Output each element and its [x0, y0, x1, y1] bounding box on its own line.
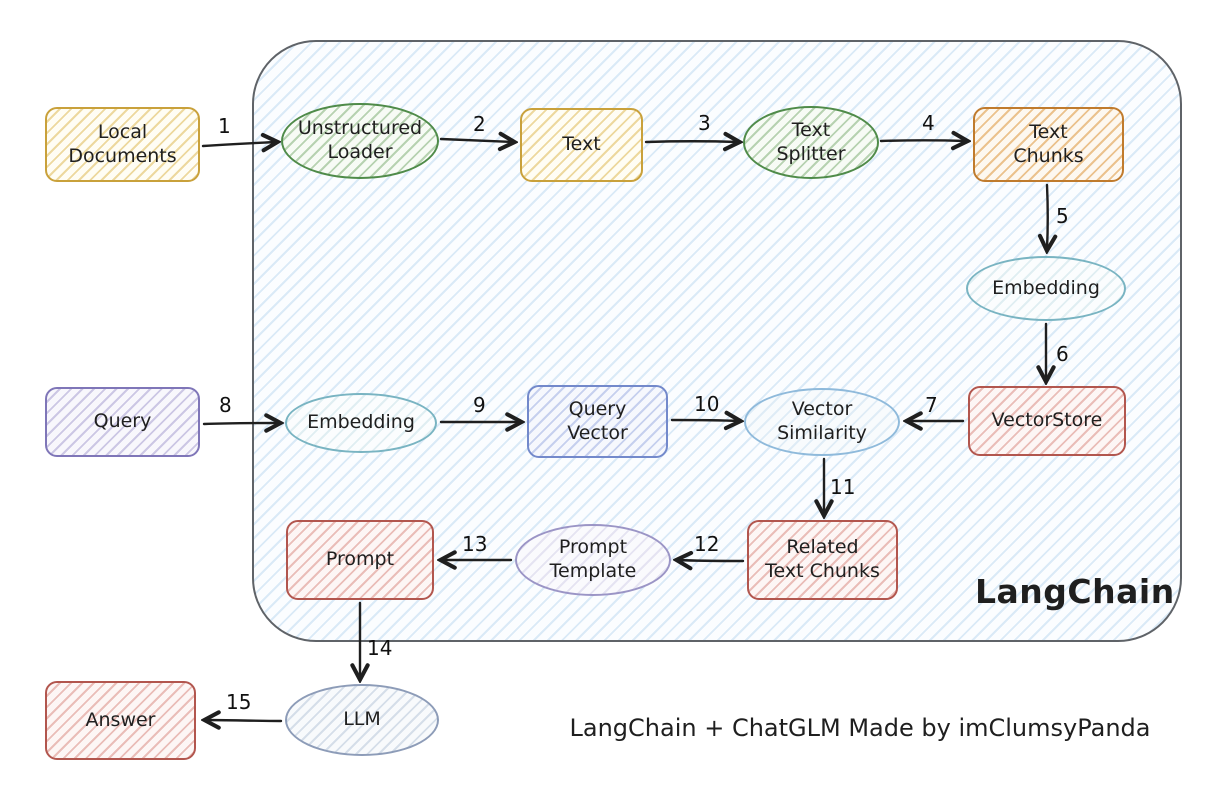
arrow-12 [678, 560, 745, 561]
edge-label-14: 14 [367, 636, 393, 660]
node-query-vector-label: Query Vector [567, 397, 628, 444]
node-vector-similarity-label: Vector Similarity [777, 398, 867, 444]
node-local-documents-label: Local Documents [68, 120, 177, 167]
node-answer: Answer [45, 681, 196, 760]
edge-label-6: 6 [1056, 342, 1069, 366]
node-text-splitter: Text Splitter [743, 106, 879, 179]
node-text-chunks-label: Text Chunks [1013, 120, 1084, 167]
node-vector-store: VectorStore [968, 386, 1126, 456]
node-llm-label: LLM [343, 708, 381, 731]
arrow-4 [879, 140, 966, 141]
node-local-documents: Local Documents [45, 107, 200, 182]
node-query-vector: Query Vector [527, 385, 668, 458]
node-embedding-query: Embedding [285, 393, 437, 453]
edge-label-11: 11 [830, 475, 856, 499]
edge-label-1: 1 [218, 114, 231, 138]
arrow-2 [439, 139, 513, 142]
arrow-5 [1047, 183, 1048, 249]
edge-label-9: 9 [473, 393, 486, 417]
node-llm: LLM [285, 684, 439, 756]
arrow-8 [202, 423, 279, 424]
node-prompt-template-label: Prompt Template [549, 536, 637, 582]
node-vector-similarity: Vector Similarity [744, 388, 900, 456]
node-embedding-store-label: Embedding [992, 276, 1100, 299]
edge-label-3: 3 [698, 111, 711, 135]
node-vector-store-label: VectorStore [991, 409, 1103, 432]
node-query-label: Query [93, 410, 152, 433]
edge-label-4: 4 [922, 111, 935, 135]
arrow-3 [644, 141, 738, 142]
edge-label-5: 5 [1056, 204, 1069, 228]
node-related-text-chunks: Related Text Chunks [747, 520, 898, 600]
arrow-15 [206, 720, 283, 721]
node-prompt-label: Prompt [325, 548, 395, 571]
edge-label-15: 15 [226, 690, 252, 714]
edge-label-8: 8 [219, 393, 232, 417]
node-prompt: Prompt [286, 520, 434, 600]
edge-label-13: 13 [462, 532, 488, 556]
node-answer-label: Answer [85, 708, 156, 731]
node-related-text-chunks-label: Related Text Chunks [765, 536, 880, 582]
node-text-chunks: Text Chunks [973, 107, 1124, 182]
langchain-container-label: LangChain [975, 572, 1175, 611]
node-embedding-query-label: Embedding [307, 411, 415, 434]
node-prompt-template: Prompt Template [515, 524, 671, 596]
node-query: Query [45, 387, 200, 457]
node-text-splitter-label: Text Splitter [776, 118, 846, 165]
arrow-1 [201, 142, 276, 146]
edge-label-12: 12 [694, 532, 720, 556]
node-text: Text [520, 108, 643, 182]
edge-label-2: 2 [473, 112, 486, 136]
node-unstructured-loader-label: Unstructured Loader [297, 117, 423, 163]
diagram-caption: LangChain + ChatGLM Made by imClumsyPand… [569, 714, 1151, 742]
arrow-10 [670, 420, 739, 421]
node-embedding-store: Embedding [966, 256, 1126, 321]
node-unstructured-loader: Unstructured Loader [281, 103, 439, 179]
edge-label-10: 10 [694, 392, 720, 416]
edge-label-7: 7 [925, 393, 938, 417]
node-text-label: Text [562, 133, 601, 156]
